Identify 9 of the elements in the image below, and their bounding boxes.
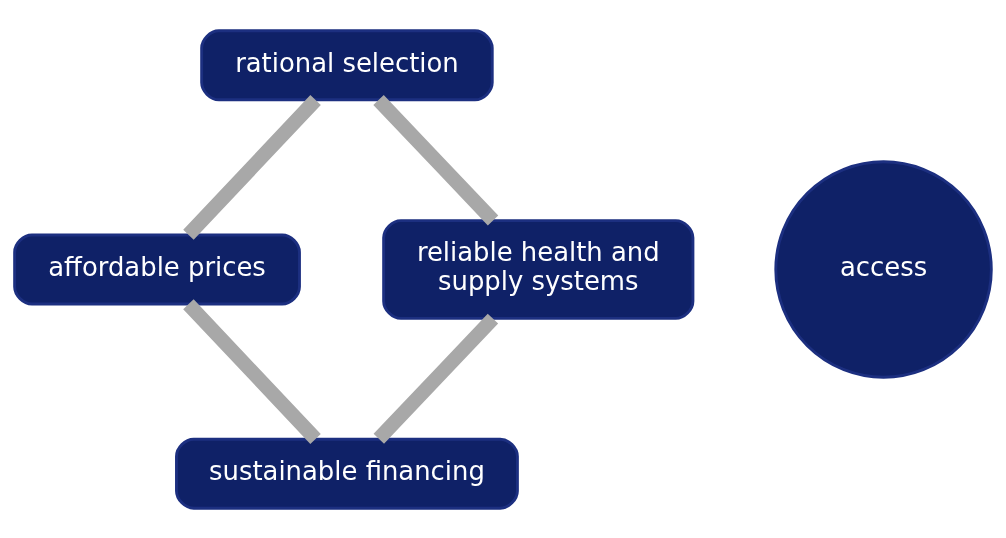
connector	[373, 313, 499, 444]
connector	[183, 298, 321, 444]
node-box: rational selection	[200, 28, 494, 101]
node-box: reliable health and supply systems	[382, 218, 695, 320]
connector	[183, 94, 321, 240]
node-box: sustainable financing	[175, 437, 519, 510]
node-box: affordable prices	[13, 233, 301, 305]
connector	[373, 94, 499, 225]
node-circle: access	[774, 159, 993, 379]
